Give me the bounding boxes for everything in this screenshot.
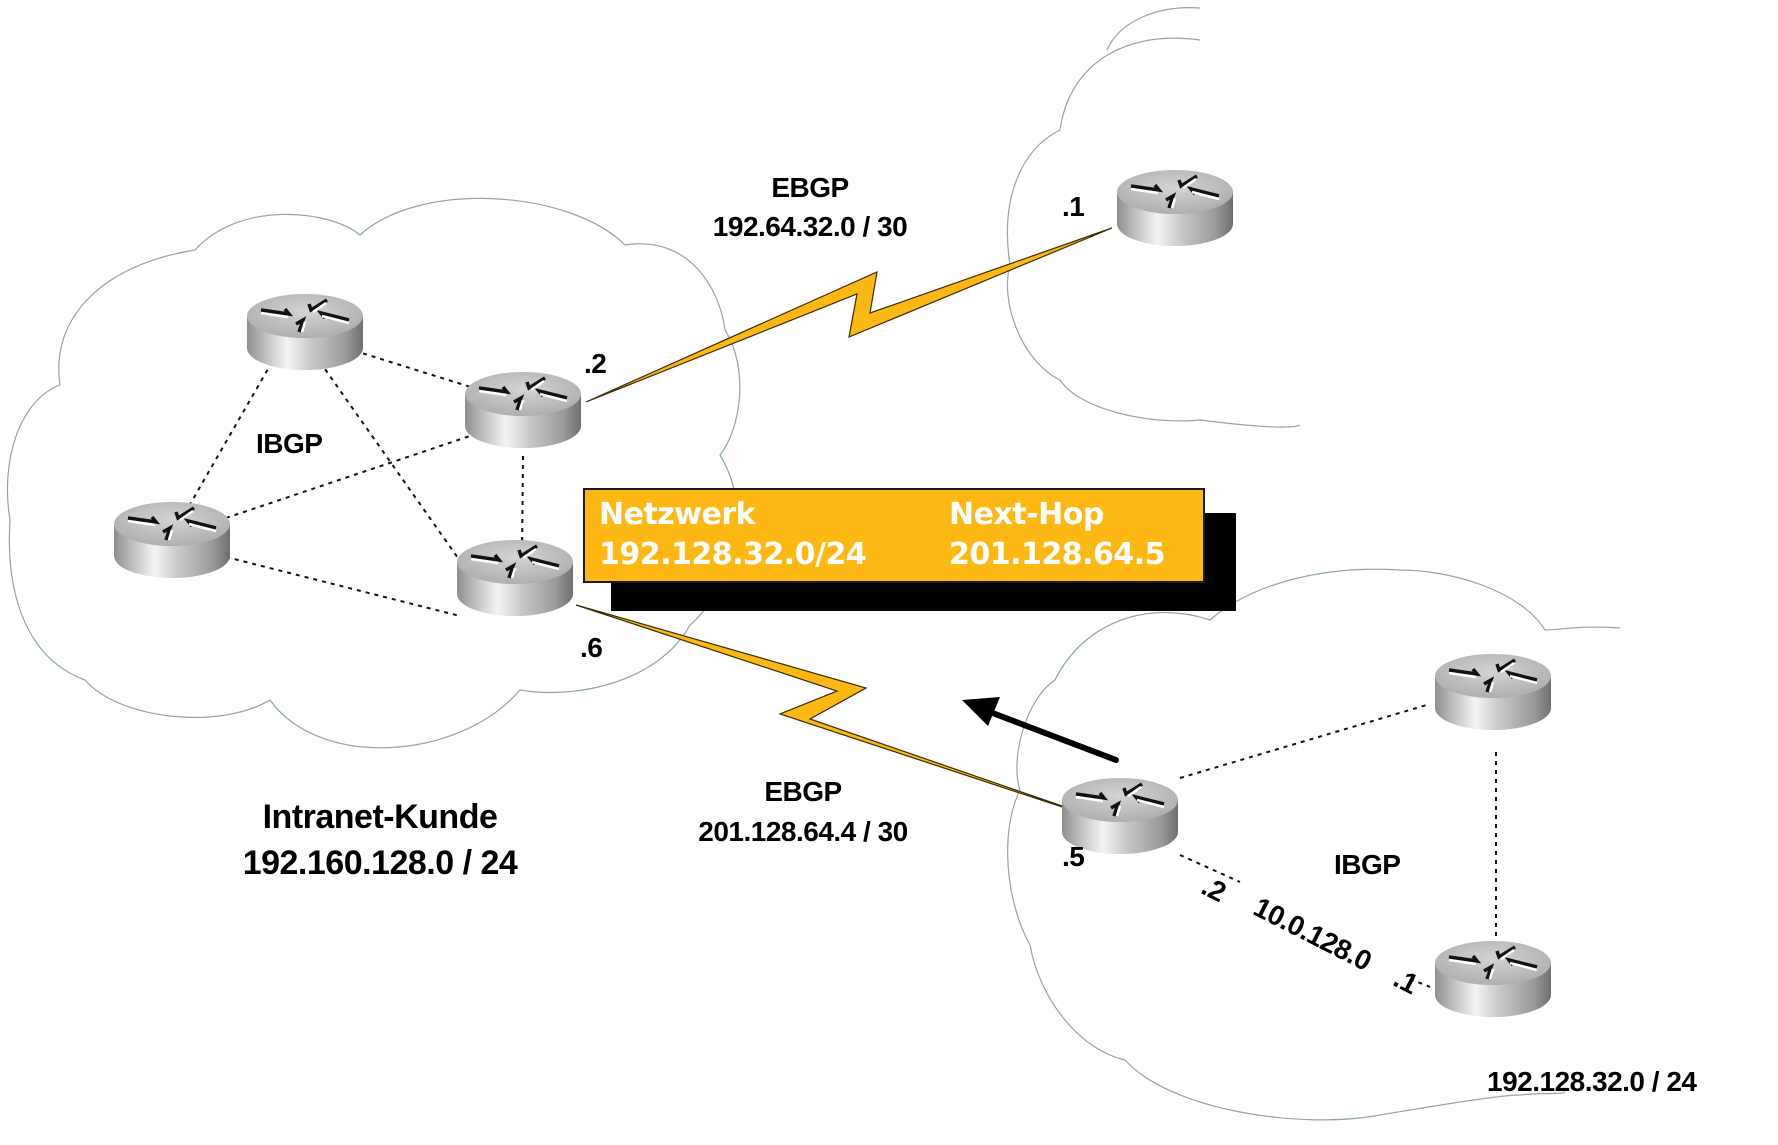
host-label-dot2: .2 <box>584 348 607 379</box>
intranet-cloud-label: Intranet-Kunde <box>262 798 498 836</box>
lower-right-cloud-subnet: 192.128.32.0 / 24 <box>1487 1066 1697 1097</box>
route-header-next-hop: Next-Hop <box>949 497 1104 532</box>
ibgp-links-right <box>1179 703 1497 988</box>
intranet-cloud <box>6 197 741 749</box>
route-cell-network: 192.128.32.0/24 <box>599 537 867 572</box>
router-icon[interactable] <box>1115 168 1235 248</box>
router-icon[interactable] <box>463 370 583 450</box>
route-table: Netzwerk Next-Hop 192.128.32.0/24 201.12… <box>583 488 1205 583</box>
host-label-dot1: .1 <box>1062 191 1085 222</box>
router-icon[interactable] <box>245 292 365 372</box>
bottom-ebgp-protocol: EBGP <box>764 776 842 807</box>
route-cell-next-hop: 201.128.64.5 <box>949 537 1166 572</box>
arrow-left-icon <box>962 697 1119 763</box>
ibgp-label-left: IBGP <box>256 428 323 459</box>
intranet-cloud-subnet: 192.160.128.0 / 24 <box>242 844 518 882</box>
route-header-network: Netzwerk <box>599 497 756 532</box>
top-ebgp-protocol: EBGP <box>771 172 849 203</box>
router-icon[interactable] <box>1433 652 1553 732</box>
top-ebgp-subnet: 192.64.32.0 / 30 <box>712 211 908 242</box>
upper-right-cloud-top <box>1106 7 1201 51</box>
ibgp-label-right: IBGP <box>1334 849 1401 880</box>
route-table-callout: Netzwerk Next-Hop 192.128.32.0/24 201.12… <box>583 488 1236 611</box>
host-label-dot5: .5 <box>1062 841 1085 872</box>
bottom-ebgp-subnet: 201.128.64.4 / 30 <box>698 816 908 847</box>
router-icon[interactable] <box>1433 939 1553 1019</box>
lower-right-cloud <box>1007 568 1621 1121</box>
router-icon[interactable] <box>112 500 232 580</box>
top-ebgp-link <box>585 227 1113 403</box>
router-icon[interactable] <box>455 538 575 618</box>
upper-right-cloud <box>1006 37 1301 428</box>
host-label-dot6: .6 <box>580 632 603 663</box>
bottom-ebgp-link <box>575 604 1121 827</box>
